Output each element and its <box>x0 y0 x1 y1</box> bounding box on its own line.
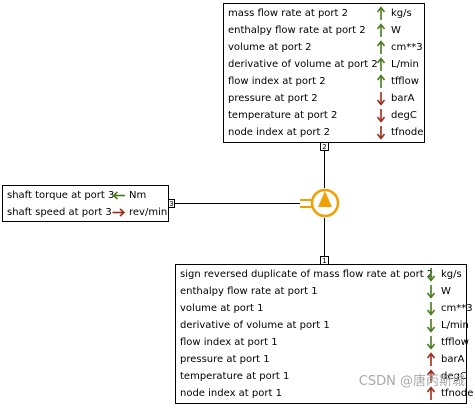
variable-unit: tfnode <box>391 127 424 138</box>
input-arrow-down-icon <box>375 90 387 107</box>
variable-row: pressure at port 1 barA <box>176 351 466 368</box>
variable-row: temperature at port 1 degC <box>176 368 467 385</box>
wire-top-to-pump <box>324 150 325 188</box>
variable-label: pressure at port 1 <box>180 354 270 365</box>
output-arrow-up-icon <box>375 56 387 73</box>
input-arrow-right-icon <box>112 204 126 221</box>
watermark: CSDN @唐丙斯城 <box>358 374 465 389</box>
variable-row: derivative of volume at port 2 L/min <box>224 56 424 73</box>
variable-label: enthalpy flow rate at port 1 <box>180 286 318 297</box>
variable-label: shaft speed at port 3 <box>7 207 112 218</box>
variable-unit: degC <box>391 110 417 121</box>
port-3-variables-box[interactable]: shaft torque at port 3 Nm shaft speed at p… <box>2 185 169 222</box>
port-3-connector[interactable]: 3 <box>168 199 175 208</box>
pump-icon <box>300 188 340 218</box>
wire-left-to-pump <box>174 203 300 204</box>
output-arrow-up-icon <box>375 39 387 56</box>
variable-unit: L/min <box>391 59 419 70</box>
variable-unit: tfnode <box>441 388 474 399</box>
input-arrow-down-icon <box>425 266 437 283</box>
output-arrow-up-icon <box>375 5 387 22</box>
variable-label: node index at port 1 <box>180 388 282 399</box>
port-1-variables-box[interactable]: sign reversed duplicate of mass flow rat… <box>175 264 473 404</box>
variable-unit: kg/s <box>441 269 462 280</box>
input-arrow-down-icon <box>425 283 437 300</box>
variable-row: flow index at port 1 tfflow <box>176 334 469 351</box>
variable-row: temperature at port 2 degC <box>224 107 424 124</box>
variable-label: shaft torque at port 3 <box>7 190 115 201</box>
output-arrow-up-icon <box>375 22 387 39</box>
variable-unit: L/min <box>441 320 469 331</box>
variable-label: flow index at port 1 <box>180 337 278 348</box>
variable-unit: barA <box>441 354 465 365</box>
variable-unit: barA <box>391 93 415 104</box>
port-1-connector[interactable]: 1 <box>320 256 329 265</box>
variable-unit: tfflow <box>391 76 419 87</box>
variable-unit: degC <box>441 371 467 382</box>
variable-label: pressure at port 2 <box>228 93 318 104</box>
input-arrow-down-icon <box>425 300 437 317</box>
variable-row: pressure at port 2 barA <box>224 90 424 107</box>
wire-bottom-to-pump <box>324 218 325 256</box>
variable-label: temperature at port 1 <box>180 371 290 382</box>
output-arrow-up-icon <box>425 385 437 402</box>
variable-row: shaft speed at port 3 rev/min <box>3 204 168 221</box>
input-arrow-down-icon <box>425 317 437 334</box>
variable-label: temperature at port 2 <box>228 110 338 121</box>
variable-unit: Nm <box>129 190 147 201</box>
variable-label: enthalpy flow rate at port 2 <box>228 25 366 36</box>
variable-label: derivative of volume at port 1 <box>180 320 330 331</box>
variable-unit: cm**3 <box>441 303 473 314</box>
input-arrow-down-icon <box>375 124 387 141</box>
variable-unit: W <box>441 286 451 297</box>
variable-row: flow index at port 2 tfflow <box>224 73 424 90</box>
variable-row: node index at port 1 tfnode <box>176 385 473 402</box>
variable-row: enthalpy flow rate at port 1 W <box>176 283 466 300</box>
variable-label: volume at port 1 <box>180 303 264 314</box>
variable-row: derivative of volume at port 1 L/min <box>176 317 469 334</box>
output-arrow-up-icon <box>425 351 437 368</box>
input-arrow-down-icon <box>425 334 437 351</box>
output-arrow-left-icon <box>112 187 126 204</box>
variable-row: enthalpy flow rate at port 2 W <box>224 22 424 39</box>
variable-label: derivative of volume at port 2 <box>228 59 378 70</box>
variable-unit: kg/s <box>391 8 412 19</box>
variable-label: volume at port 2 <box>228 42 312 53</box>
variable-label: node index at port 2 <box>228 127 330 138</box>
output-arrow-up-icon <box>375 73 387 90</box>
variable-unit: tfflow <box>441 337 469 348</box>
input-arrow-down-icon <box>375 107 387 124</box>
port-2-variables-box[interactable]: mass flow rate at port 2 kg/s enthalpy flo… <box>223 3 425 143</box>
variable-row: volume at port 2 cm**3 <box>224 39 424 56</box>
variable-row: volume at port 1 cm**3 <box>176 300 473 317</box>
variable-label: mass flow rate at port 2 <box>228 8 348 19</box>
variable-row: mass flow rate at port 2 kg/s <box>224 5 424 22</box>
variable-unit: cm**3 <box>391 42 423 53</box>
variable-unit: W <box>391 25 401 36</box>
port-2-connector[interactable]: 2 <box>320 142 329 151</box>
variable-row: sign reversed duplicate of mass flow rat… <box>176 266 466 283</box>
variable-label: flow index at port 2 <box>228 76 326 87</box>
output-arrow-up-icon <box>425 368 437 385</box>
variable-label: sign reversed duplicate of mass flow rat… <box>180 269 434 280</box>
variable-row: shaft torque at port 3 Nm <box>3 187 168 204</box>
variable-row: node index at port 2 tfnode <box>224 124 424 141</box>
variable-unit: rev/min <box>129 207 168 218</box>
